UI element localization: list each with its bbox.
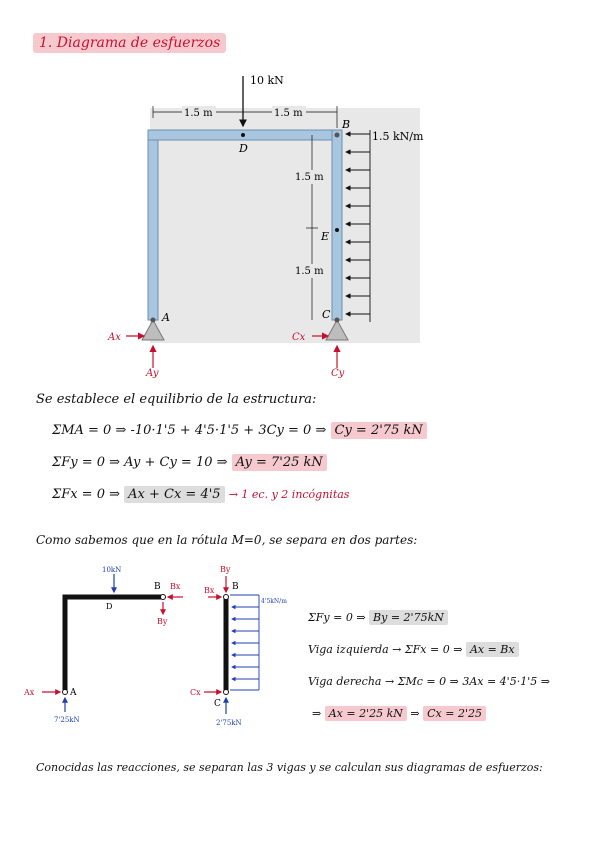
- right-load-arrows: [231, 604, 259, 682]
- side-eq-1: ΣFy = 0 ⇒ By = 2'75kN: [308, 610, 448, 625]
- pin-A: [150, 317, 156, 323]
- left-label-Bx: Bx: [170, 582, 181, 591]
- dim-left-label: 1.5 m: [184, 108, 213, 119]
- right-label-Bx: Bx: [204, 586, 215, 595]
- left-piece-pin-A: [62, 689, 68, 695]
- side-eq-2-text: Viga izquierda → ΣFx = 0 ⇒: [308, 643, 463, 656]
- left-label-Ax: Ax: [23, 688, 35, 697]
- pin-C: [334, 317, 340, 323]
- side-eq-4-mid: ⇒: [410, 707, 420, 720]
- frame-figure: 10 kN 1.5 m 1.5 m 1.5 m 1.5 m 1.5 kN/m A…: [107, 74, 424, 378]
- dim-right-label: 1.5 m: [274, 108, 303, 119]
- reaction-Ax-label: Ax: [107, 332, 121, 343]
- right-label-B: B: [232, 582, 239, 592]
- left-label-A: A: [69, 688, 77, 698]
- side-eq-4-result: Ax = 2'25 kN: [324, 706, 407, 721]
- support-A: [141, 318, 165, 341]
- dist-load-label: 1.5 kN/m: [372, 130, 424, 143]
- equation-fx-note: → 1 ec. y 2 incógnitas: [228, 488, 350, 501]
- right-load-label: 4'5kN/m: [261, 598, 287, 605]
- right-column: [331, 129, 343, 321]
- side-eq-2: Viga izquierda → ΣFx = 0 ⇒ Ax = Bx: [308, 642, 519, 657]
- left-label-D: D: [106, 602, 112, 611]
- side-eq-1-text: ΣFy = 0 ⇒: [308, 611, 366, 624]
- point-D: [241, 133, 245, 137]
- left-label-Ay: 7'25kN: [54, 716, 80, 724]
- closing-text: Conocidas las reacciones, se separan las…: [36, 761, 543, 774]
- side-eq-1-result: By = 2'75kN: [369, 610, 448, 625]
- side-eq-4: ⇒ Ax = 2'25 kN ⇒ Cx = 2'25: [312, 706, 486, 721]
- hinge-B: [334, 132, 340, 138]
- right-piece-pin-C: [223, 689, 229, 695]
- dim-upper-label: 1.5 m: [295, 172, 324, 183]
- side-eq-2-result: Ax = Bx: [465, 642, 519, 657]
- point-load-label: 10 kN: [250, 74, 284, 87]
- rotula-text: Como sabemos que en la rótula M=0, se se…: [36, 533, 418, 547]
- equation-moment-result: Cy = 2'75 kN: [330, 422, 427, 439]
- label-A: A: [161, 311, 170, 324]
- right-label-C: C: [214, 699, 221, 709]
- reaction-Ay-label: Ay: [145, 368, 159, 378]
- left-piece-pin-B: [160, 594, 166, 600]
- section-title: 1. Diagrama de esfuerzos: [33, 33, 227, 53]
- equation-fx: ΣFx = 0 ⇒ Ax + Cx = 4'5 → 1 ec. y 2 incó…: [52, 486, 350, 503]
- label-E: E: [320, 230, 329, 243]
- equation-fy-result: Ay = 7'25 kN: [231, 454, 327, 471]
- equation-moment: ΣMA = 0 ⇒ -10·1'5 + 4'5·1'5 + 3Cy = 0 ⇒ …: [52, 422, 427, 439]
- left-load-label: 10kN: [102, 566, 121, 574]
- support-C: [325, 318, 349, 341]
- equation-fy-text: ΣFy = 0 ⇒ Ay + Cy = 10 ⇒: [52, 455, 228, 470]
- reaction-Cx-label: Cx: [292, 332, 306, 343]
- intro-text: Se establece el equilibrio de la estruct…: [36, 392, 317, 407]
- side-eq-4-result2: Cx = 2'25: [423, 706, 486, 721]
- point-E: [335, 228, 339, 232]
- equation-fx-text: ΣFx = 0 ⇒: [52, 487, 120, 502]
- label-D: D: [238, 142, 248, 155]
- left-column: [147, 129, 159, 321]
- split-figure: 10kN D B Bx By A Ax 7'25kN By Bx B 4'5kN…: [23, 565, 287, 727]
- equation-moment-text: ΣMA = 0 ⇒ -10·1'5 + 4'5·1'5 + 3Cy = 0 ⇒: [52, 423, 327, 438]
- left-label-By: By: [157, 617, 168, 626]
- left-piece-frame: [62, 594, 163, 692]
- right-label-By: By: [220, 565, 231, 574]
- left-label-B: B: [154, 582, 161, 592]
- equation-fx-boxed: Ax + Cx = 4'5: [124, 486, 225, 503]
- side-eq-3: Viga derecha → ΣMc = 0 ⇒ 3Ax = 4'5·1'5 ⇒: [308, 675, 550, 688]
- equation-fy: ΣFy = 0 ⇒ Ay + Cy = 10 ⇒ Ay = 7'25 kN: [52, 454, 327, 471]
- right-piece-pin-B: [223, 594, 229, 600]
- reaction-Cy-label: Cy: [331, 368, 345, 378]
- figure-background: [150, 108, 420, 343]
- right-label-Cx: Cx: [190, 688, 201, 697]
- label-B: B: [341, 118, 350, 131]
- dim-lower-label: 1.5 m: [295, 266, 324, 277]
- label-C: C: [322, 308, 331, 321]
- side-eq-4-pre: ⇒: [312, 707, 322, 720]
- dist-load-arrows: [345, 131, 370, 317]
- right-label-Cy: 2'75kN: [216, 719, 242, 727]
